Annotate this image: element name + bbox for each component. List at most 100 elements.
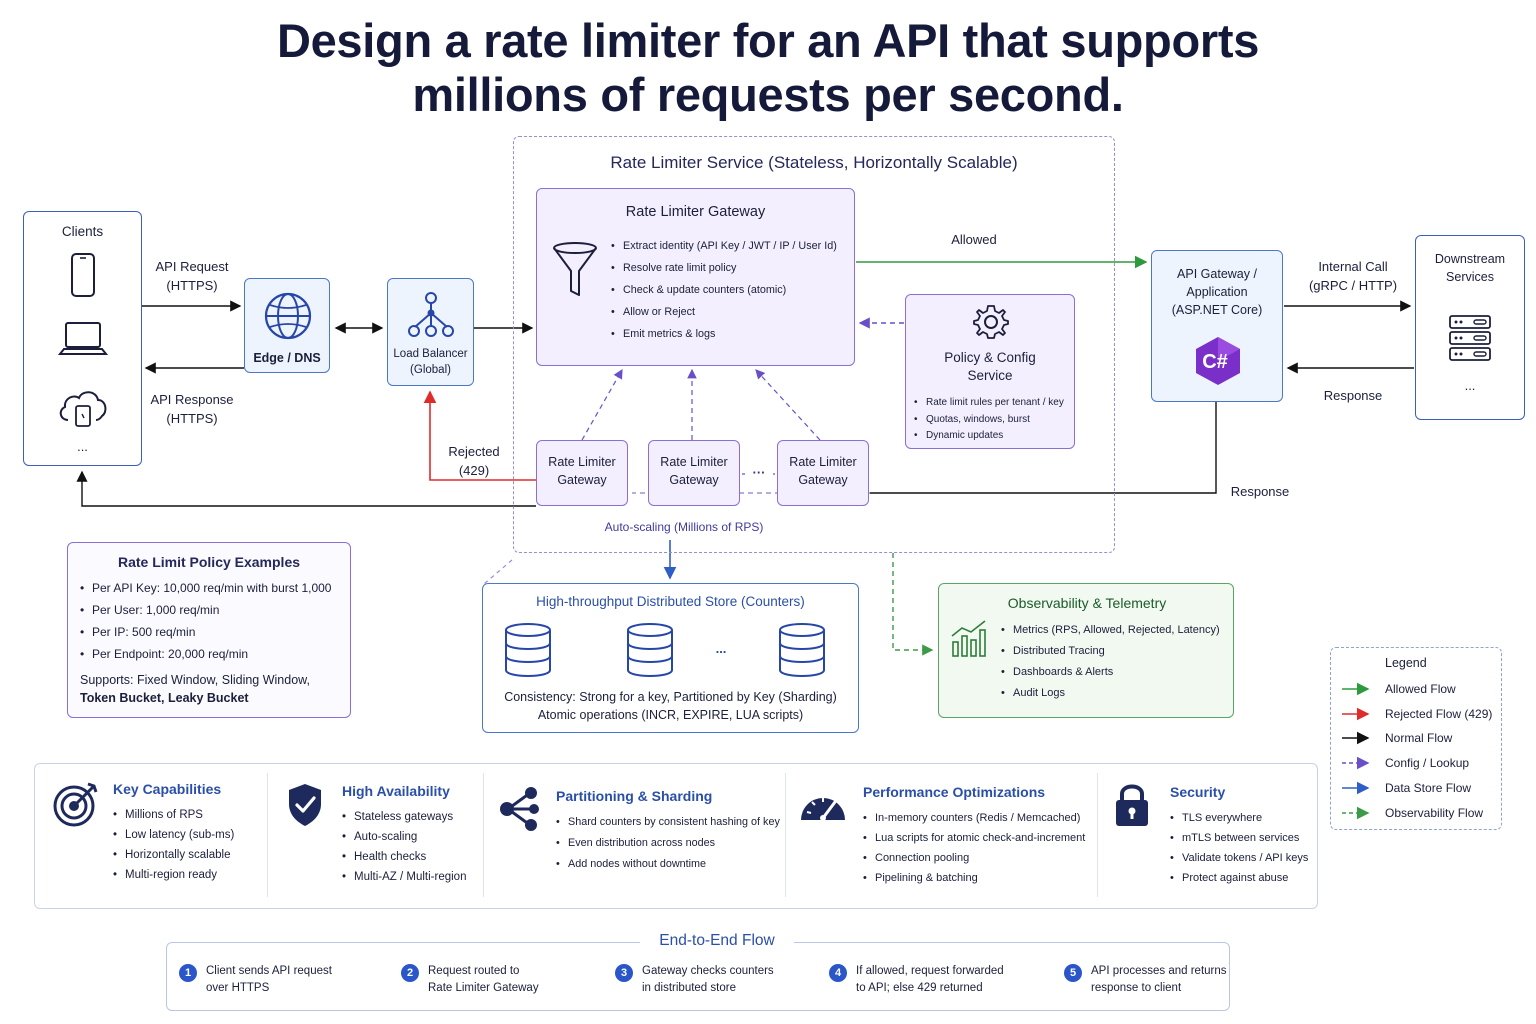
capability-item: In-memory counters (Redis / Memcached): [863, 808, 1095, 828]
api-gateway-line1: API Gateway /: [1177, 267, 1257, 281]
store-title: High-throughput Distributed Store (Count…: [536, 594, 805, 609]
load-balancer-box: Load Balancer (Global): [387, 278, 474, 386]
flow-step-line1: Request routed to: [428, 965, 520, 977]
database-icon: [627, 623, 673, 677]
api-request-text: API Request: [155, 259, 229, 274]
gateway-steps-list: Extract identity (API Key / JWT / IP / U…: [611, 235, 837, 345]
database-icon: [779, 623, 825, 677]
legend-item-observability: Observability Flow: [1385, 806, 1484, 820]
csharp-logo-icon: C#: [1196, 337, 1240, 385]
policy-example-item: Per Endpoint: 20,000 req/min: [80, 643, 331, 665]
response-bottom-label: Response: [1230, 484, 1290, 499]
capability-security: Security TLS everywhere mTLS between ser…: [1170, 784, 1316, 888]
policy-items-list: Rate limit rules per tenant / key Quotas…: [914, 395, 1064, 445]
api-response-text: API Response: [150, 392, 234, 407]
api-gateway-line2: Application: [1186, 285, 1248, 299]
capability-item: Even distribution across nodes: [556, 833, 782, 854]
replica-line2: Gateway: [669, 473, 719, 487]
page-title: Design a rate limiter for an API that su…: [0, 14, 1536, 122]
distributed-store-box: High-throughput Distributed Store (Count…: [482, 583, 859, 733]
policy-example-item: Per User: 1,000 req/min: [80, 599, 331, 621]
edge-dns-box: Edge / DNS: [244, 278, 330, 373]
capability-title: Performance Optimizations: [863, 784, 1046, 800]
api-response-proto: (HTTPS): [166, 411, 218, 426]
gateway-title: Rate Limiter Gateway: [625, 204, 766, 220]
network-tree-icon: [408, 292, 454, 337]
store-description: Consistency: Strong for a key, Partition…: [483, 688, 858, 724]
capability-divider: [483, 773, 484, 897]
policy-config-box: Policy & Config Service Rate limit rules…: [905, 294, 1075, 449]
bar-chart-icon: [951, 620, 986, 657]
flow-step-text: Request routed to Rate Limiter Gateway: [428, 963, 539, 997]
service-to-store-dashed: [483, 559, 513, 585]
flow-step-text: Gateway checks counters in distributed s…: [642, 963, 774, 997]
downstream-label: Downstream Services: [1416, 250, 1524, 286]
funnel-icon: [553, 242, 597, 296]
cloud-device-icon: [59, 391, 107, 427]
api-request-proto: (HTTPS): [166, 278, 218, 293]
load-balancer-line2: (Global): [410, 364, 451, 376]
gear-icon: [973, 305, 1009, 339]
capability-performance: Performance Optimizations In-memory coun…: [863, 784, 1095, 888]
policy-supports: Supports: Fixed Window, Sliding Window, …: [80, 671, 310, 707]
csharp-logo-text: C#: [1202, 351, 1228, 373]
rejected-code: (429): [458, 463, 490, 478]
shield-check-icon: [289, 784, 321, 826]
edge-dns-label: Edge / DNS: [253, 351, 321, 365]
policy-item: Rate limit rules per tenant / key: [914, 395, 1064, 412]
database-icon: [505, 623, 551, 677]
gateway-step: Allow or Reject: [611, 301, 837, 323]
api-response-label: API Response (HTTPS): [143, 390, 241, 428]
share-nodes-icon: [500, 787, 539, 831]
replica-ellipsis: ···: [745, 463, 773, 482]
gateway-replica-label: Rate Limiter Gateway: [537, 453, 627, 489]
gateway-step: Resolve rate limit policy: [611, 257, 837, 279]
api-request-label: API Request (HTTPS): [145, 257, 239, 295]
api-gateway-label: API Gateway / Application (ASP.NET Core): [1152, 265, 1282, 319]
capability-item: Low latency (sub-ms): [113, 825, 263, 845]
capability-title: Partitioning & Sharding: [556, 788, 713, 804]
gateway-step: Check & update counters (atomic): [611, 279, 837, 301]
capability-title: High Availability: [342, 783, 450, 799]
capability-item: Horizontally scalable: [113, 845, 263, 865]
downstream-more: ...: [1464, 378, 1476, 393]
store-line2: Atomic operations (INCR, EXPIRE, LUA scr…: [537, 708, 804, 722]
capability-availability: High Availability Stateless gateways Aut…: [342, 783, 482, 887]
policy-examples-list: Per API Key: 10,000 req/min with burst 1…: [80, 577, 331, 665]
capability-list: Shard counters by consistent hashing of …: [556, 812, 782, 875]
server-rack-icon: [1449, 315, 1491, 361]
load-balancer-label: Load Balancer (Global): [388, 346, 473, 378]
policy-example-item: Per IP: 500 req/min: [80, 621, 331, 643]
capability-item: Lua scripts for atomic check-and-increme…: [863, 828, 1095, 848]
globe-icon: [264, 292, 312, 340]
flow-step-text: Client sends API request over HTTPS: [206, 963, 332, 997]
flow-step-line2: response to client: [1091, 982, 1182, 994]
capability-item: Add nodes without downtime: [556, 854, 782, 875]
flow-step-number: 4: [829, 964, 847, 982]
replica-line2: Gateway: [557, 473, 607, 487]
store-line1: Consistency: Strong for a key, Partition…: [504, 690, 837, 704]
speedometer-icon: [801, 798, 845, 821]
service-title: Rate Limiter Service (Stateless, Horizon…: [610, 153, 1018, 172]
observability-list: Metrics (RPS, Allowed, Rejected, Latency…: [1001, 620, 1220, 704]
capability-divider: [785, 773, 786, 897]
legend-item-rejected: Rejected Flow (429): [1385, 707, 1493, 721]
policy-supports-line1: Supports: Fixed Window, Sliding Window,: [80, 673, 310, 687]
observability-box: Observability & Telemetry Metrics (RPS, …: [938, 583, 1234, 718]
capability-list: Millions of RPS Low latency (sub-ms) Hor…: [113, 805, 263, 885]
api-gateway-box: API Gateway / Application (ASP.NET Core)…: [1151, 250, 1283, 402]
flow-step-number: 2: [401, 964, 419, 982]
store-ellipsis: ...: [715, 641, 727, 656]
flow-step-number: 5: [1064, 964, 1082, 982]
policy-examples-box: Rate Limit Policy Examples Per API Key: …: [67, 542, 351, 718]
flow-step-line1: API processes and returns: [1091, 965, 1227, 977]
policy-supports-line2: Token Bucket, Leaky Bucket: [80, 691, 249, 705]
capability-item: mTLS between services: [1170, 828, 1316, 848]
policy-item: Quotas, windows, burst: [914, 412, 1064, 429]
flow-step-line2: to API; else 429 returned: [856, 982, 983, 994]
flow-step-number: 3: [615, 964, 633, 982]
gateway-replica-3: Rate Limiter Gateway: [777, 440, 869, 506]
gateway-replica-1: Rate Limiter Gateway: [536, 440, 628, 506]
policy-example-item: Per API Key: 10,000 req/min with burst 1…: [80, 577, 331, 599]
policy-examples-title: Rate Limit Policy Examples: [117, 554, 301, 570]
